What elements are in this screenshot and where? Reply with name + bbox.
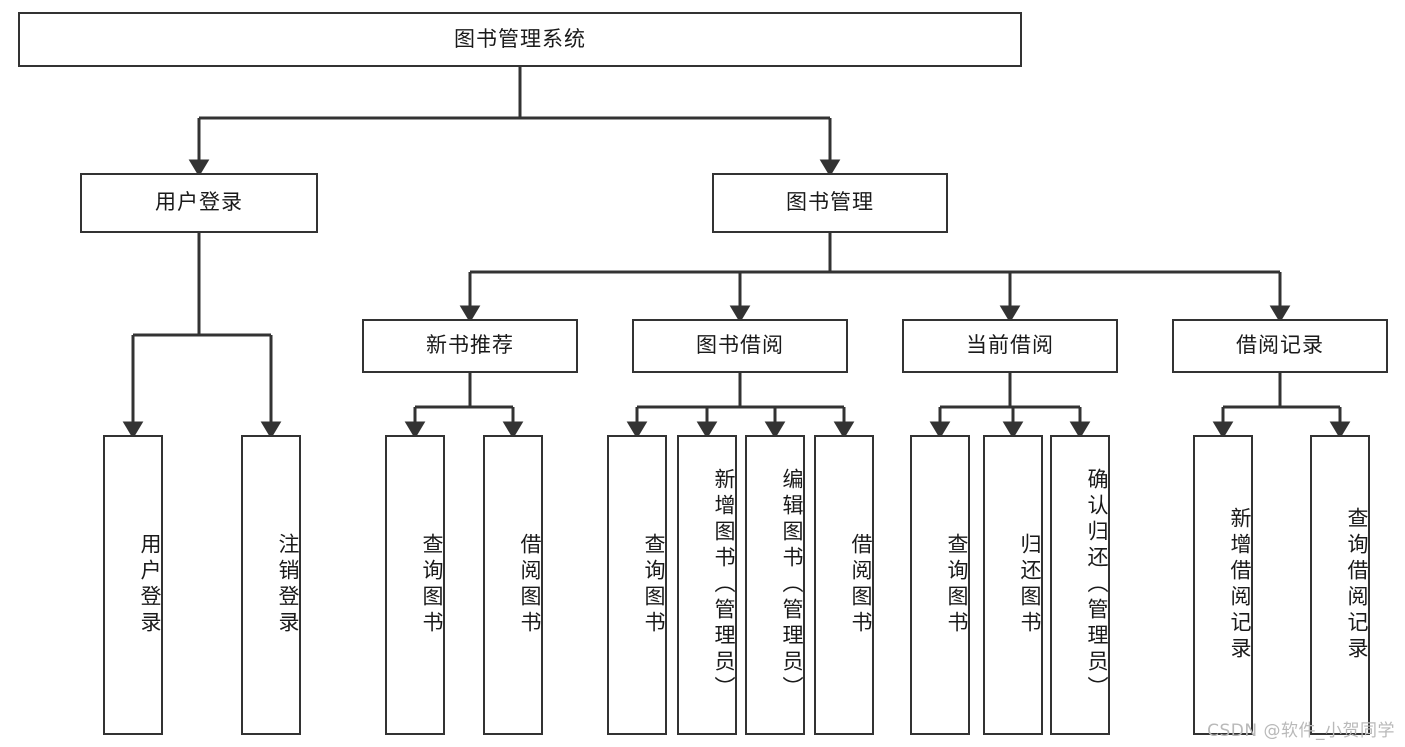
node-leaf-user-login[interactable]: 用户登录 — [103, 435, 163, 735]
node-user-login[interactable]: 用户登录 — [80, 173, 318, 233]
node-leaf-return-book[interactable]: 归还图书 — [983, 435, 1043, 735]
node-leaf-query-book-1-label: 查询图书 — [420, 533, 444, 637]
node-current-borrow[interactable]: 当前借阅 — [902, 319, 1118, 373]
node-root-system[interactable]: 图书管理系统 — [18, 12, 1022, 67]
node-leaf-add-borrow-record-label: 新增借阅记录 — [1228, 507, 1252, 663]
node-leaf-query-book-2-label: 查询图书 — [642, 533, 666, 637]
node-user-login-label: 用户登录 — [155, 190, 243, 215]
watermark: CSDN @软件_小贺同学 — [1207, 721, 1395, 741]
node-borrow-record[interactable]: 借阅记录 — [1172, 319, 1388, 373]
node-leaf-query-book-3-label: 查询图书 — [945, 533, 969, 637]
node-leaf-query-borrow-record[interactable]: 查询借阅记录 — [1310, 435, 1370, 735]
node-leaf-confirm-return-admin-label: 确认归还（管理员） — [1085, 468, 1109, 702]
node-leaf-query-book-2[interactable]: 查询图书 — [607, 435, 667, 735]
node-leaf-borrow-book-2[interactable]: 借阅图书 — [814, 435, 874, 735]
node-root-label: 图书管理系统 — [454, 26, 586, 51]
node-leaf-add-book-admin-label: 新增图书（管理员） — [712, 468, 736, 702]
node-book-management-label: 图书管理 — [786, 190, 874, 215]
node-leaf-query-book-3[interactable]: 查询图书 — [910, 435, 970, 735]
node-leaf-logout-label: 注销登录 — [276, 533, 300, 637]
node-leaf-confirm-return-admin[interactable]: 确认归还（管理员） — [1050, 435, 1110, 735]
node-leaf-logout[interactable]: 注销登录 — [241, 435, 301, 735]
node-current-borrow-label: 当前借阅 — [966, 333, 1054, 358]
node-leaf-return-book-label: 归还图书 — [1018, 533, 1042, 637]
node-new-book-recommend-label: 新书推荐 — [426, 333, 514, 358]
node-leaf-edit-book-admin-label: 编辑图书（管理员） — [780, 468, 804, 702]
node-book-borrow[interactable]: 图书借阅 — [632, 319, 848, 373]
node-leaf-user-login-label: 用户登录 — [138, 533, 162, 637]
node-leaf-query-book-1[interactable]: 查询图书 — [385, 435, 445, 735]
node-leaf-borrow-book-1-label: 借阅图书 — [518, 533, 542, 637]
node-leaf-borrow-book-1[interactable]: 借阅图书 — [483, 435, 543, 735]
node-leaf-query-borrow-record-label: 查询借阅记录 — [1345, 507, 1369, 663]
node-leaf-borrow-book-2-label: 借阅图书 — [849, 533, 873, 637]
node-book-management[interactable]: 图书管理 — [712, 173, 948, 233]
node-borrow-record-label: 借阅记录 — [1236, 333, 1324, 358]
node-book-borrow-label: 图书借阅 — [696, 333, 784, 358]
node-leaf-edit-book-admin[interactable]: 编辑图书（管理员） — [745, 435, 805, 735]
node-leaf-add-book-admin[interactable]: 新增图书（管理员） — [677, 435, 737, 735]
node-leaf-add-borrow-record[interactable]: 新增借阅记录 — [1193, 435, 1253, 735]
node-new-book-recommend[interactable]: 新书推荐 — [362, 319, 578, 373]
